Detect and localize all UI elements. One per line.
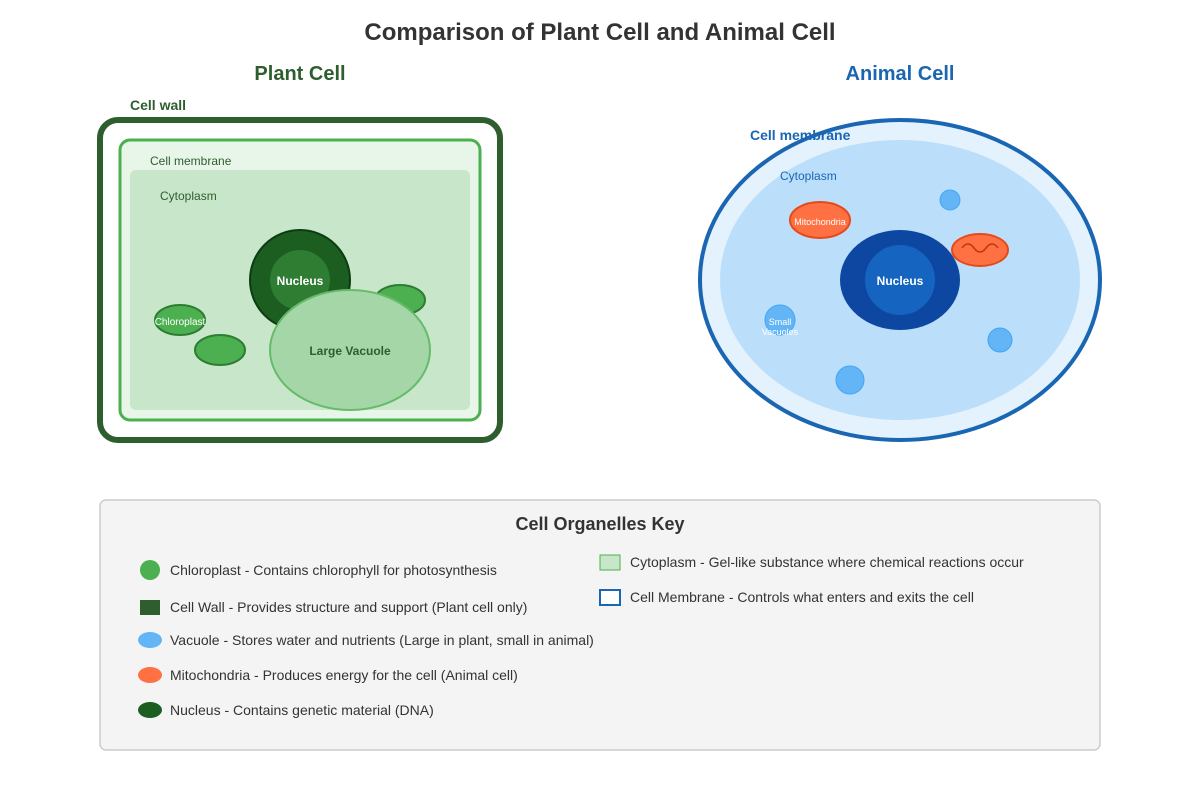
key-item-chloroplast: Chloroplast - Contains chlorophyll for p…	[170, 562, 497, 578]
mitochondrion	[951, 233, 1009, 267]
animal-cell-heading: Animal Cell	[846, 63, 955, 85]
mitochondrion-cristae	[961, 243, 999, 253]
mitochondria-label: Mitochondria	[794, 217, 846, 227]
key-item-nucleus: Nucleus - Contains genetic material (DNA…	[170, 702, 434, 718]
key-item-vacuole: Vacuole - Stores water and nutrients (La…	[170, 632, 594, 648]
plant-cytoplasm-label: Cytoplasm	[160, 189, 217, 203]
blue-ellipse-icon	[138, 632, 162, 648]
chloroplast	[194, 334, 246, 366]
small-vacuole	[939, 189, 961, 211]
animal-cell: Animal Cell Cell membrane Cytoplasm Nucl…	[698, 63, 1102, 442]
animal-cytoplasm-label: Cytoplasm	[780, 169, 837, 183]
key-item-mitochondria: Mitochondria - Produces energy for the c…	[170, 667, 518, 683]
light-green-square-icon	[599, 554, 621, 571]
orange-ellipse-icon	[138, 667, 162, 683]
large-vacuole-label: Large Vacuole	[309, 344, 391, 358]
key-item-cytoplasm: Cytoplasm - Gel-like substance where che…	[630, 554, 1024, 570]
small-vacuole	[987, 327, 1013, 353]
blue-outline-square-icon	[599, 589, 621, 606]
page-title: Comparison of Plant Cell and Animal Cell	[364, 19, 835, 46]
animal-membrane-label: Cell membrane	[750, 127, 851, 143]
organelles-key: Cell Organelles Key Chloroplast - Contai…	[99, 499, 1101, 751]
chloroplast-label: Chloroplast	[155, 317, 206, 328]
animal-nucleolus	[865, 245, 935, 315]
plant-cell-wall-label: Cell wall	[130, 97, 186, 113]
dark-green-square-icon	[140, 600, 160, 615]
green-circle-icon	[140, 560, 160, 580]
plant-cell-heading: Plant Cell	[254, 63, 345, 85]
large-vacuole	[269, 289, 431, 411]
small-vacuole	[764, 304, 796, 336]
key-item-cell-wall: Cell Wall - Provides structure and suppo…	[170, 599, 527, 615]
key-title: Cell Organelles Key	[515, 514, 684, 534]
chloroplast	[154, 304, 206, 336]
small-vacuole-label-line2: Vacuoles	[762, 327, 799, 337]
animal-nucleus-label: Nucleus	[877, 274, 924, 288]
plant-cell: Plant Cell Cell wall Cell membrane Cytop…	[97, 63, 503, 443]
mitochondrion	[789, 201, 851, 239]
small-vacuole-label-line1: Small	[769, 317, 792, 327]
dark-green-ellipse-icon	[138, 702, 162, 718]
key-item-cell-membrane: Cell Membrane - Controls what enters and…	[630, 589, 974, 605]
small-vacuole	[835, 365, 865, 395]
plant-nucleus-label: Nucleus	[277, 274, 324, 288]
key-panel	[99, 499, 1101, 751]
plant-membrane-label: Cell membrane	[150, 154, 232, 168]
